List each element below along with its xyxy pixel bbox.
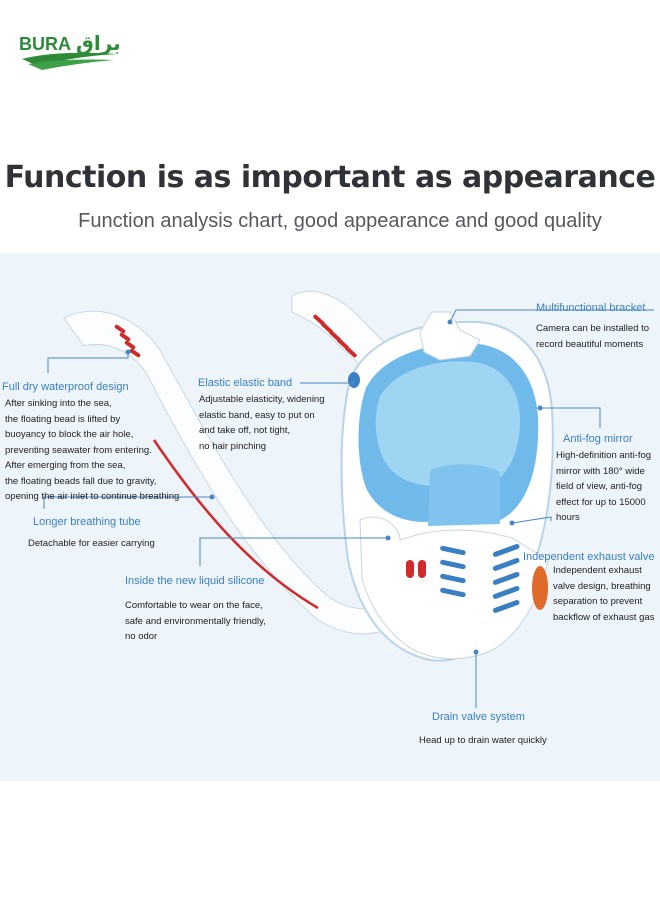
callout-drain-desc: Head up to drain water quickly (419, 735, 547, 746)
callout-exhaust-title: Independent exhaust valve (523, 551, 655, 563)
callout-dry-desc: After sinking into the sea, the floating… (5, 398, 180, 502)
callout-antifog-title: Anti-fog mirror (563, 433, 633, 445)
brand-latin: BURA (19, 34, 71, 54)
brand-arabic: براق (76, 31, 121, 55)
callout-silicone-desc: Comfortable to wear on the face, safe an… (125, 600, 266, 642)
leader-lines (43, 309, 654, 708)
callout-bracket-desc: Camera can be installed to record beauti… (536, 323, 650, 350)
callout-antifog-desc: High-definition anti-fog mirror with 180… (556, 450, 652, 523)
callout-tube-desc: Detachable for easier carrying (28, 538, 155, 549)
callout-elastic-title: Elastic elastic band (198, 377, 293, 389)
leaf-swoosh-icon (22, 52, 118, 70)
subline: Function analysis chart, good appearance… (78, 210, 602, 232)
brand-logo: BURA براق (19, 31, 121, 70)
headline: Function is as important as appearance (4, 160, 656, 195)
callout-drain-title: Drain valve system (432, 711, 525, 723)
full-face-mask-icon (340, 311, 554, 662)
callout-tube-title: Longer breathing tube (33, 516, 141, 528)
callout-dry-title: Full dry waterproof design (2, 381, 129, 393)
product-illustration (43, 290, 654, 708)
callout-exhaust-desc: Independent exhaust valve design, breath… (553, 565, 655, 623)
callout-bracket-title: Multifunctional bracket (536, 302, 646, 314)
callout-elastic-desc: Adjustable elasticity, widening elastic … (199, 394, 325, 452)
leader-dots (125, 319, 543, 655)
callout-silicone-title: Inside the new liquid silicone (125, 575, 265, 587)
